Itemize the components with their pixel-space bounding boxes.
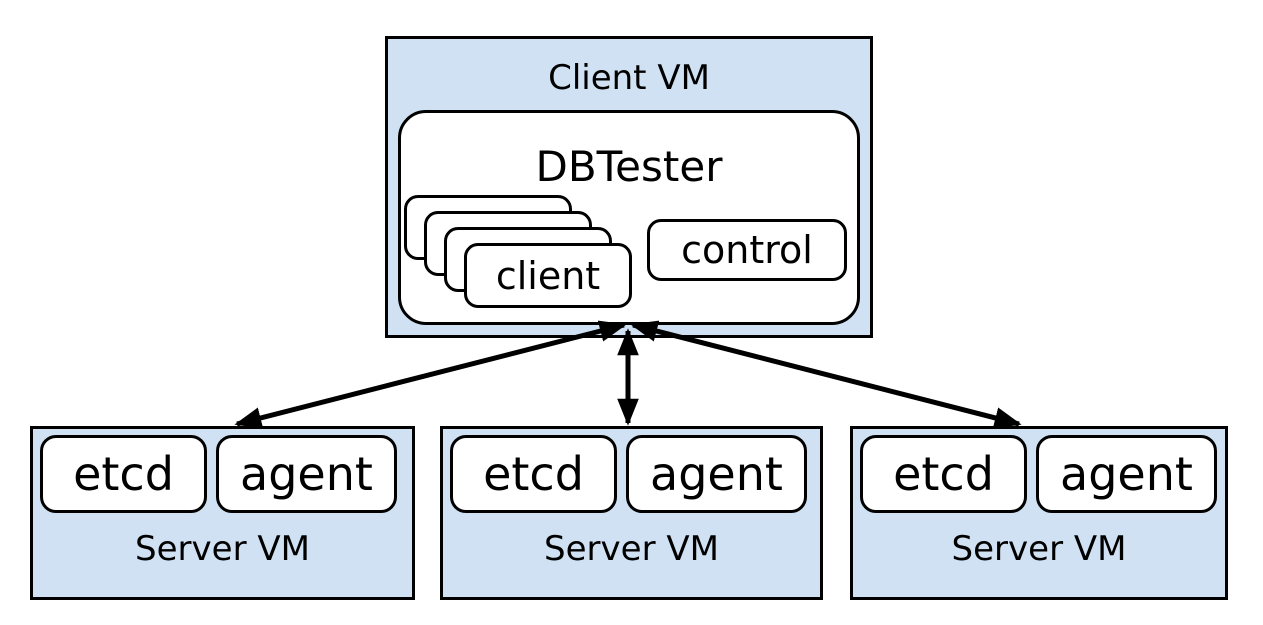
client-vm-label: Client VM xyxy=(548,58,710,98)
client-box: client xyxy=(464,243,632,308)
agent-box: agent xyxy=(1036,435,1217,513)
etcd-box: etcd xyxy=(860,435,1027,513)
arrow-client-to-server1 xyxy=(234,320,627,429)
server-vm-label: Server VM xyxy=(951,529,1127,569)
etcd-box: etcd xyxy=(40,435,207,513)
server-vm-box-1: etcd agent Server VM xyxy=(30,426,415,600)
etcd-label: etcd xyxy=(893,447,994,501)
agent-box: agent xyxy=(216,435,397,513)
client-vm-box: Client VM DBTester client control xyxy=(385,36,873,338)
etcd-box: etcd xyxy=(450,435,617,513)
dbtester-box: DBTester client control xyxy=(398,110,860,325)
agent-label: agent xyxy=(1060,447,1193,501)
server-vm-label: Server VM xyxy=(135,529,310,569)
server-vm-label: Server VM xyxy=(544,529,719,569)
agent-label: agent xyxy=(650,447,783,501)
server-vm-box-2: etcd agent Server VM xyxy=(440,426,823,600)
agent-label: agent xyxy=(240,447,373,501)
dbtester-label: DBTester xyxy=(535,142,723,191)
control-label: control xyxy=(681,228,813,272)
agent-box: agent xyxy=(626,435,807,513)
control-box: control xyxy=(647,219,847,281)
etcd-label: etcd xyxy=(483,447,584,501)
client-label: client xyxy=(495,253,601,298)
etcd-label: etcd xyxy=(73,447,174,501)
server-vm-box-3: etcd agent Server VM xyxy=(850,426,1228,600)
arrow-client-to-server3 xyxy=(630,320,1022,429)
